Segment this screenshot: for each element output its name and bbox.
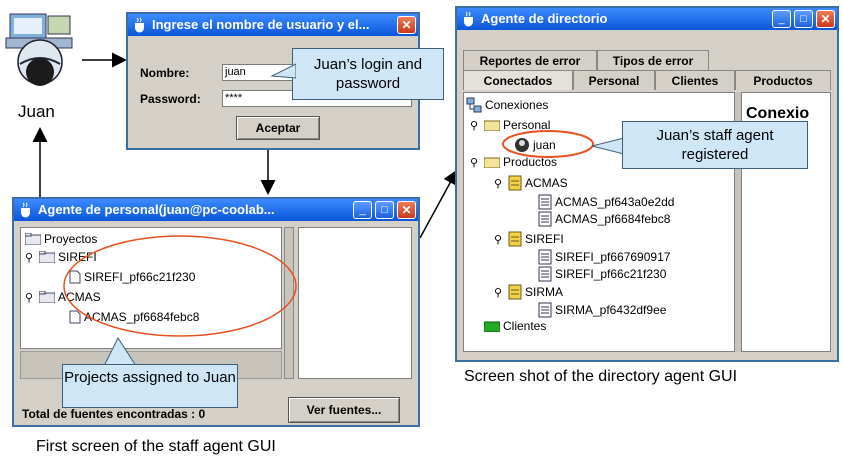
tab-personal[interactable]: Personal [573,70,655,90]
tree-item-acmas-doc-2[interactable]: ACMAS_pf6684febc8 [538,211,670,227]
login-callout: Juan’s login and password [292,48,444,100]
tree-item-sirma-doc[interactable]: SIRMA_pf6432df9ee [538,302,666,318]
agent-icon [515,138,529,152]
close-button[interactable]: ✕ [397,16,416,34]
login-callout-pointer [270,63,296,79]
expand-handle-icon[interactable]: ⚲ [25,291,34,304]
document-icon [538,266,552,282]
minimize-icon: _ [778,13,785,25]
expand-handle-icon[interactable]: ⚲ [494,177,503,190]
minimize-icon: _ [359,204,366,216]
status-text: Total de fuentes encontradas : 0 [22,407,206,421]
tree-item-sirefi[interactable]: ⚲ SIREFI [494,231,564,247]
directory-title: Agente de directorio [481,11,608,26]
juan-highlight-ellipse [502,130,594,158]
tree-item-sirma[interactable]: ⚲ SIRMA [494,284,564,300]
sources-panel [298,227,412,379]
java-cup-icon [21,202,30,218]
expand-handle-icon[interactable]: ⚲ [494,286,503,299]
package-icon [508,231,522,247]
folder-icon [484,321,500,332]
folder-open-icon [484,120,500,131]
minimize-button[interactable]: _ [353,201,372,219]
document-icon [538,211,552,227]
arrow-staff-to-directory [419,169,458,239]
staff-title: Agente de personal(juan@pc-coolab... [38,202,275,217]
document-icon [538,302,552,318]
expand-handle-icon[interactable]: ⚲ [494,233,503,246]
expand-handle-icon[interactable]: ⚲ [470,119,479,132]
java-cup-icon [135,17,144,33]
close-button[interactable]: ✕ [397,201,416,219]
network-icon [466,97,482,113]
tree-item-sirefi-doc-2[interactable]: SIREFI_pf66c21f230 [538,266,666,282]
tree-item-acmas-doc-1[interactable]: ACMAS_pf643a0e2dd [538,194,674,210]
staff-titlebar[interactable]: Agente de personal(juan@pc-coolab... [14,199,418,221]
login-title: Ingrese el nombre de usuario y el... [152,17,370,32]
tree-item-personal[interactable]: ⚲ Personal [470,118,551,132]
tree-item-sirefi-doc-1[interactable]: SIREFI_pf667690917 [538,249,670,265]
maximize-button[interactable]: □ [375,201,394,219]
expand-handle-icon[interactable]: ⚲ [25,251,34,264]
folder-icon [39,291,55,303]
staff-registered-callout-pointer [591,137,624,155]
close-icon: ✕ [820,12,831,26]
package-icon [508,284,522,300]
tree-item-sirefi-file[interactable]: SIREFI_pf66c21f230 [69,270,195,284]
file-icon [69,310,81,324]
tab-conectados[interactable]: Conectados [463,70,573,90]
maximize-button[interactable]: □ [794,10,813,28]
projects-callout: Projects assigned to Juan [62,364,238,408]
tab-clientes[interactable]: Clientes [655,70,735,90]
file-icon [69,270,81,284]
document-icon [538,194,552,210]
staff-registered-callout: Juan’s staff agent registered [622,121,808,169]
maximize-icon: □ [800,13,807,25]
minimize-button[interactable]: _ [772,10,791,28]
aceptar-button[interactable]: Aceptar [236,116,320,140]
expand-handle-icon[interactable]: ⚲ [470,156,479,169]
directory-titlebar[interactable]: Agente de directorio [457,8,837,30]
tree-item-conexiones[interactable]: Conexiones [466,97,548,113]
folder-icon [39,251,55,263]
tab-productos[interactable]: Productos [735,70,831,90]
staff-caption: First screen of the staff agent GUI [36,438,276,455]
close-button[interactable]: ✕ [816,10,835,28]
nombre-label: Nombre: [140,66,190,80]
tree-item-juan[interactable]: juan [514,137,556,153]
tree-item-proyectos[interactable]: Proyectos [25,232,97,246]
tree-item-sirefi[interactable]: ⚲ SIREFI [25,250,97,264]
maximize-icon: □ [381,204,388,216]
password-label: Password: [140,92,201,106]
java-cup-icon [464,11,473,27]
folder-open-icon [484,157,500,168]
tree-item-acmas[interactable]: ⚲ ACMAS [494,175,568,191]
connections-heading: Conexio [746,105,810,122]
close-icon: ✕ [401,18,412,32]
close-icon: ✕ [401,203,412,217]
document-icon [538,249,552,265]
user-name: Juan [18,102,55,121]
ver-fuentes-button[interactable]: Ver fuentes... [288,397,400,423]
user-figure: Juan [2,2,82,122]
user-at-computer-icon [5,13,73,86]
tree-item-clientes[interactable]: Clientes [484,319,546,333]
directory-caption: Screen shot of the directory agent GUI [464,368,738,385]
package-icon [508,175,522,191]
projects-highlight-ellipse [63,235,297,337]
tab-tipos-de-error[interactable]: Tipos de error [597,50,709,70]
tree-item-acmas-file[interactable]: ACMAS_pf6684febc8 [69,310,199,324]
splitter-handle[interactable] [735,92,741,352]
login-titlebar[interactable]: Ingrese el nombre de usuario y el... [128,14,418,36]
tree-item-productos[interactable]: ⚲ Productos [470,155,558,169]
tab-reportes-de-error[interactable]: Reportes de error [463,50,597,70]
folder-icon [25,233,41,245]
